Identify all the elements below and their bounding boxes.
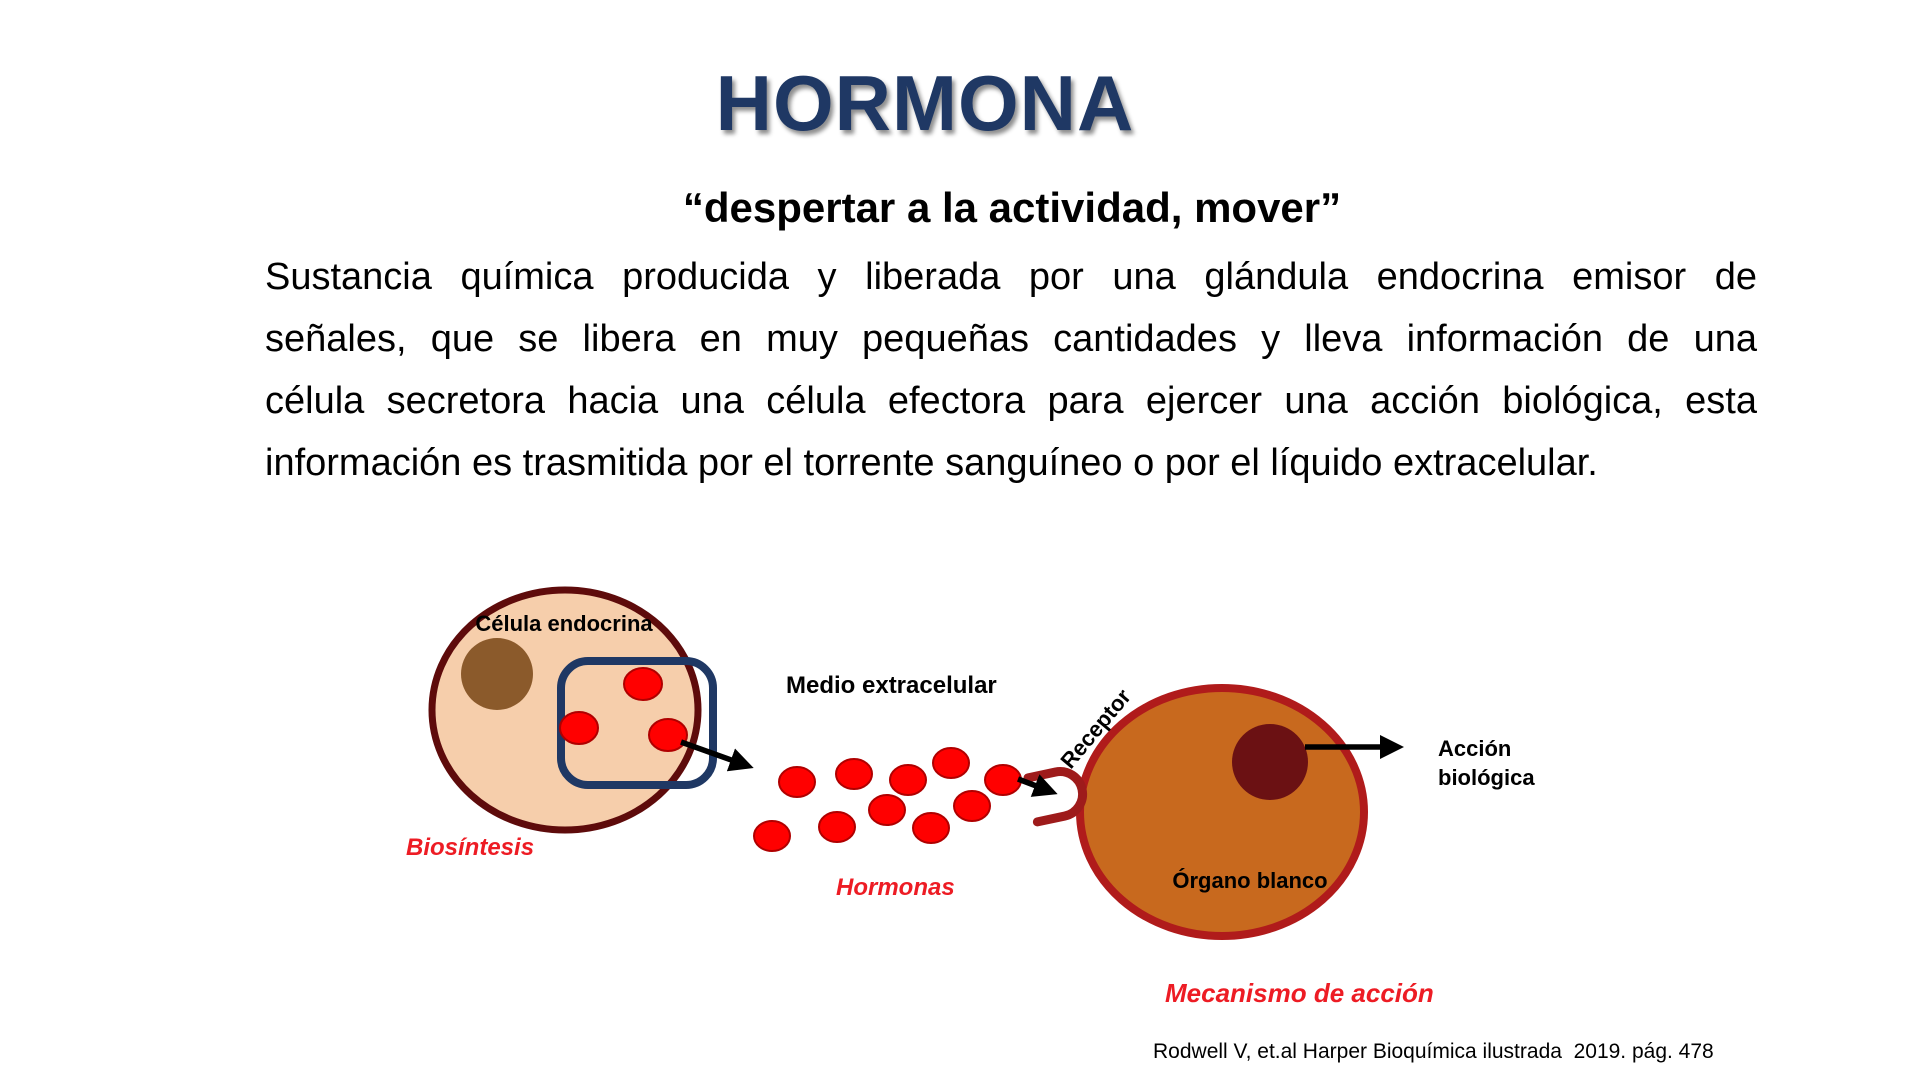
target-organ-label: Órgano blanco (1172, 868, 1328, 893)
hormone-dot (778, 766, 816, 798)
hormone-dot (889, 764, 927, 796)
hormone-dot (868, 794, 906, 826)
target-organ-shape (1076, 684, 1368, 940)
endocrine-cell-label: Célula endocrina (475, 611, 653, 636)
paragraph-line: señales, que se libera en muy pequeñas c… (265, 318, 1757, 360)
hormone-dot (753, 820, 791, 852)
hormone-dot (953, 790, 991, 822)
hormone-dot (818, 811, 856, 843)
hormones-cluster (753, 747, 1022, 852)
action-mechanism-label: Mecanismo de acción (1165, 978, 1434, 1008)
hormones-label: Hormonas (836, 874, 955, 901)
hormone-dot (559, 711, 599, 745)
slide-title: HORMONA (715, 59, 1135, 147)
hormone-dot (932, 747, 970, 779)
target-organ-nucleus (1232, 724, 1308, 800)
hormone-dot (835, 758, 873, 790)
paragraph-line: célula secretora hacia una célula efecto… (265, 380, 1757, 422)
receptor-shape (1023, 767, 1088, 827)
slide-subtitle: “despertar a la actividad, mover” (682, 184, 1342, 231)
definition-paragraph: Sustancia química producida y liberada p… (265, 246, 1757, 494)
biosynthesis-label: Biosíntesis (406, 834, 535, 861)
endocrine-cell-nucleus (461, 638, 533, 710)
binding-arrow (1017, 774, 1058, 797)
paragraph-line: Sustancia química producida y liberada p… (265, 256, 1757, 298)
bibliographic-citation: Rodwell V, et.al Harper Bioquímica ilust… (1153, 1040, 1714, 1063)
hormone-dot (623, 667, 663, 701)
biological-action-label: Acción biológica (1438, 736, 1535, 790)
extracellular-medium-label: Medio extracelular (786, 672, 997, 699)
secretion-arrow (680, 739, 754, 772)
hormone-dot (984, 764, 1022, 796)
hormone-dot (912, 812, 950, 844)
paragraph-line: información es trasmitida por el torrent… (265, 442, 1598, 484)
hormone-dot (648, 718, 688, 752)
